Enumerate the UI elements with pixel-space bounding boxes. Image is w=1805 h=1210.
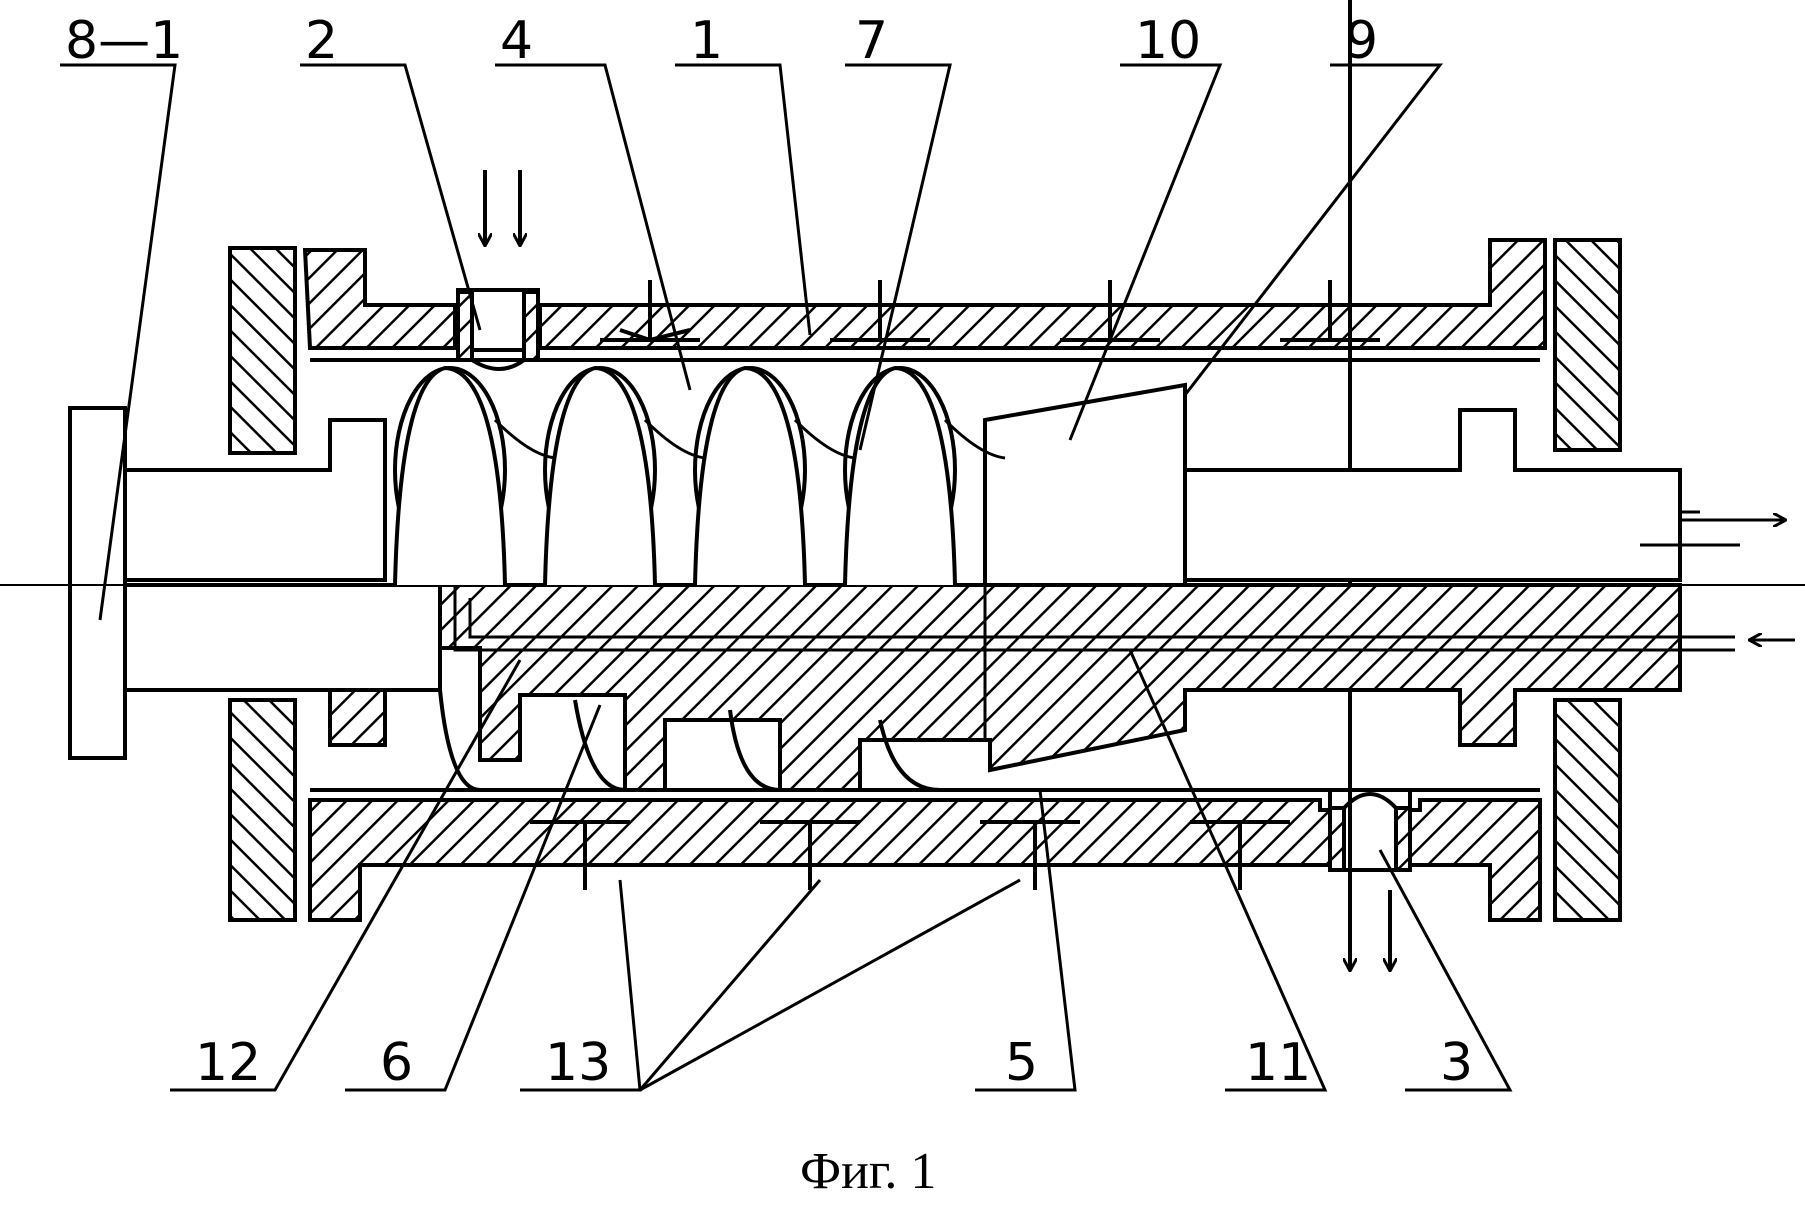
right-flange-upper <box>1555 240 1620 450</box>
callout-3: 3 <box>1440 1033 1473 1093</box>
callout-10: 10 <box>1135 11 1201 71</box>
outlet-port <box>1330 790 1410 870</box>
right-flange-lower <box>1555 700 1620 920</box>
callout-9: 9 <box>1345 11 1378 71</box>
callout-13: 13 <box>545 1033 611 1093</box>
cone-upper <box>985 385 1185 585</box>
left-flange-upper <box>230 248 295 453</box>
callout-5: 5 <box>1005 1033 1038 1093</box>
callout-6: 6 <box>380 1033 413 1093</box>
left-flange-lower <box>230 700 295 920</box>
inlet-port <box>458 290 538 369</box>
callout-12: 12 <box>195 1033 261 1093</box>
figure-caption: Фиг. 1 <box>800 1143 936 1200</box>
callout-11: 11 <box>1245 1033 1311 1093</box>
callout-8-1: 8—1 <box>65 11 183 71</box>
shaft-end-flange <box>70 408 125 758</box>
callout-7: 7 <box>855 11 888 71</box>
shaft-lower-half <box>125 585 1680 790</box>
callout-2: 2 <box>305 11 338 71</box>
callout-1: 1 <box>690 11 723 71</box>
callout-4: 4 <box>500 11 533 71</box>
